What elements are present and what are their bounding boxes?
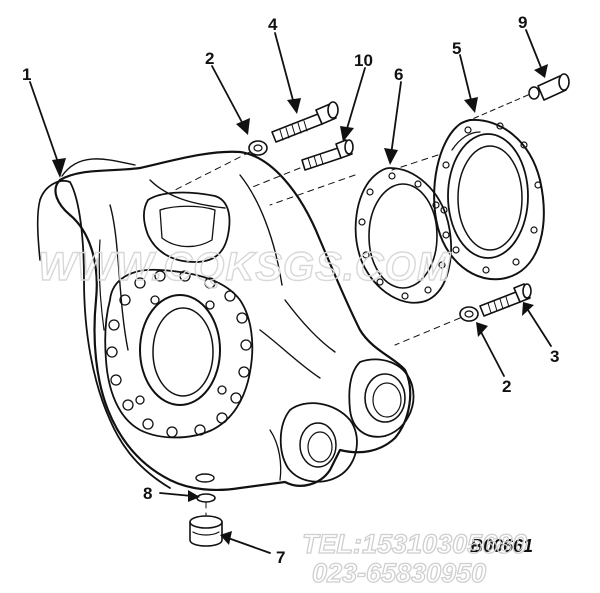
flywheel-housing (36, 150, 415, 492)
bolt-10 (301, 139, 354, 171)
gasket-6 (354, 167, 452, 304)
callout-5: 5 (452, 39, 461, 58)
seal-cover-5 (433, 118, 545, 281)
bolt-3 (479, 283, 532, 317)
callout-2-upper: 2 (205, 49, 214, 68)
callout-labels: 1 2 4 10 6 5 9 3 2 8 7 (22, 13, 559, 567)
bolt-9 (469, 73, 570, 121)
o-ring-8 (196, 493, 216, 503)
callout-8: 8 (143, 484, 152, 503)
watermark-phone: TEL:15310305680 (302, 529, 527, 559)
callout-10: 10 (354, 51, 373, 70)
drawing-number-stamp: B00661 (470, 536, 533, 556)
watermark-site: WWW.CQKSGS.COM (38, 245, 452, 289)
callout-9: 9 (518, 13, 527, 32)
callout-7: 7 (276, 548, 285, 567)
callout-2-lower: 2 (502, 377, 511, 396)
drain-plug-7 (189, 515, 223, 547)
washer-lower (459, 306, 479, 322)
leader-arrows (29, 29, 552, 554)
callout-3: 3 (550, 347, 559, 366)
bolt-4 (271, 101, 339, 143)
washer-upper (248, 140, 268, 156)
callout-4: 4 (268, 15, 278, 34)
assembly-lines (174, 151, 461, 517)
arrow-heads (52, 64, 548, 545)
callout-1: 1 (22, 65, 31, 84)
watermark-phone-2: 023-65830950 (312, 558, 486, 588)
callout-6: 6 (394, 65, 403, 84)
